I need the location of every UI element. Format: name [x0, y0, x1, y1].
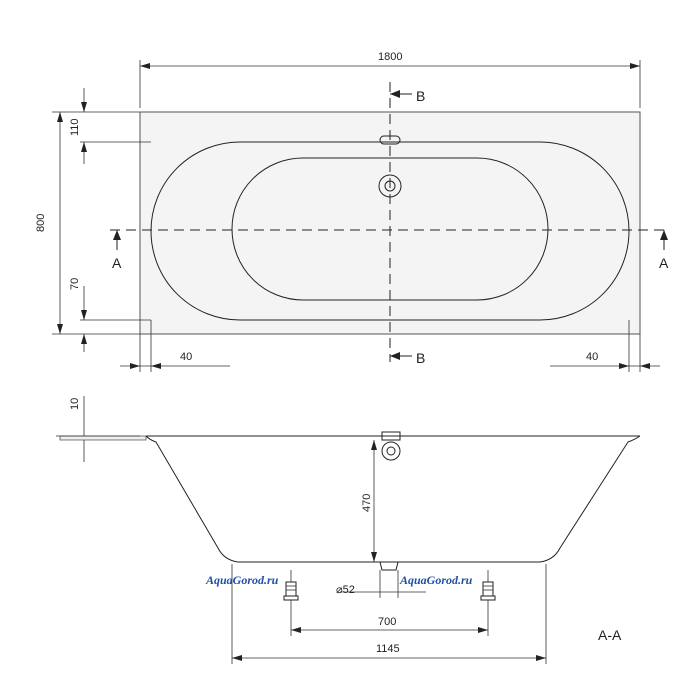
dim-label-width: 800 — [35, 214, 47, 232]
outer-bowl-outline — [150, 141, 630, 321]
dim-label-rim-thickness: 10 — [69, 398, 81, 410]
dim-label-feet-spacing: 700 — [378, 616, 396, 628]
dim-label-rim-bottom: 70 — [69, 278, 81, 290]
arrow-110-bottom — [81, 142, 87, 152]
dim-label-rim-left: 40 — [180, 351, 192, 363]
watermark-right: AquaGorod.ru — [399, 573, 473, 587]
arrow-1145-right — [536, 655, 546, 661]
arrow-1800-right — [630, 63, 640, 69]
watermark-left: AquaGorod.ru — [205, 573, 279, 587]
section-a-left-label: A — [112, 255, 122, 271]
arrow-470-top — [371, 440, 377, 450]
overflow-fitting-top — [381, 431, 401, 441]
dim-label-base-length: 1145 — [376, 643, 400, 655]
arrow-40-right-a — [619, 363, 629, 369]
arrow-40-left-a — [130, 363, 140, 369]
section-b-top-label: B — [416, 88, 425, 104]
arrow-1800-left — [140, 63, 150, 69]
dim-label-drain: ⌀52 — [336, 584, 355, 596]
section-b-bottom-label: B — [416, 350, 425, 366]
section-b-top-arrow — [390, 90, 400, 98]
section-view: 10 470 ⌀52 700 — [56, 396, 641, 664]
overflow-fitting-inner — [386, 446, 396, 456]
arrow-40-right-b — [640, 363, 650, 369]
rim-lip-left — [59, 435, 147, 441]
foot-right — [480, 570, 496, 601]
section-a-right-label: A — [659, 255, 669, 271]
tub-section-outline — [145, 435, 641, 563]
arrow-700-left — [291, 627, 301, 633]
section-title: A-A — [598, 627, 622, 643]
dim-label-length: 1800 — [378, 51, 402, 63]
section-b-bottom-arrow — [390, 352, 400, 360]
arrow-700-right — [478, 627, 488, 633]
arrow-110-top — [81, 102, 87, 112]
dim-label-rim-top: 110 — [69, 118, 81, 136]
arrow-70-top — [81, 310, 87, 320]
arrow-470-bottom — [371, 552, 377, 562]
overflow-fitting-outer — [381, 441, 401, 461]
arrow-800-bottom — [57, 324, 63, 334]
foot-left — [283, 570, 299, 601]
arrow-1145-left — [232, 655, 242, 661]
section-a-right-arrow — [660, 230, 668, 240]
arrow-800-top — [57, 112, 63, 122]
arrow-40-left-b — [151, 363, 161, 369]
arrow-70-bottom — [81, 334, 87, 344]
dim-label-rim-right: 40 — [586, 351, 598, 363]
drain-bottom — [379, 561, 399, 571]
dim-label-depth: 470 — [361, 494, 373, 512]
top-view: A A B B 1800 800 110 — [35, 51, 669, 372]
section-a-left-arrow — [113, 230, 121, 240]
